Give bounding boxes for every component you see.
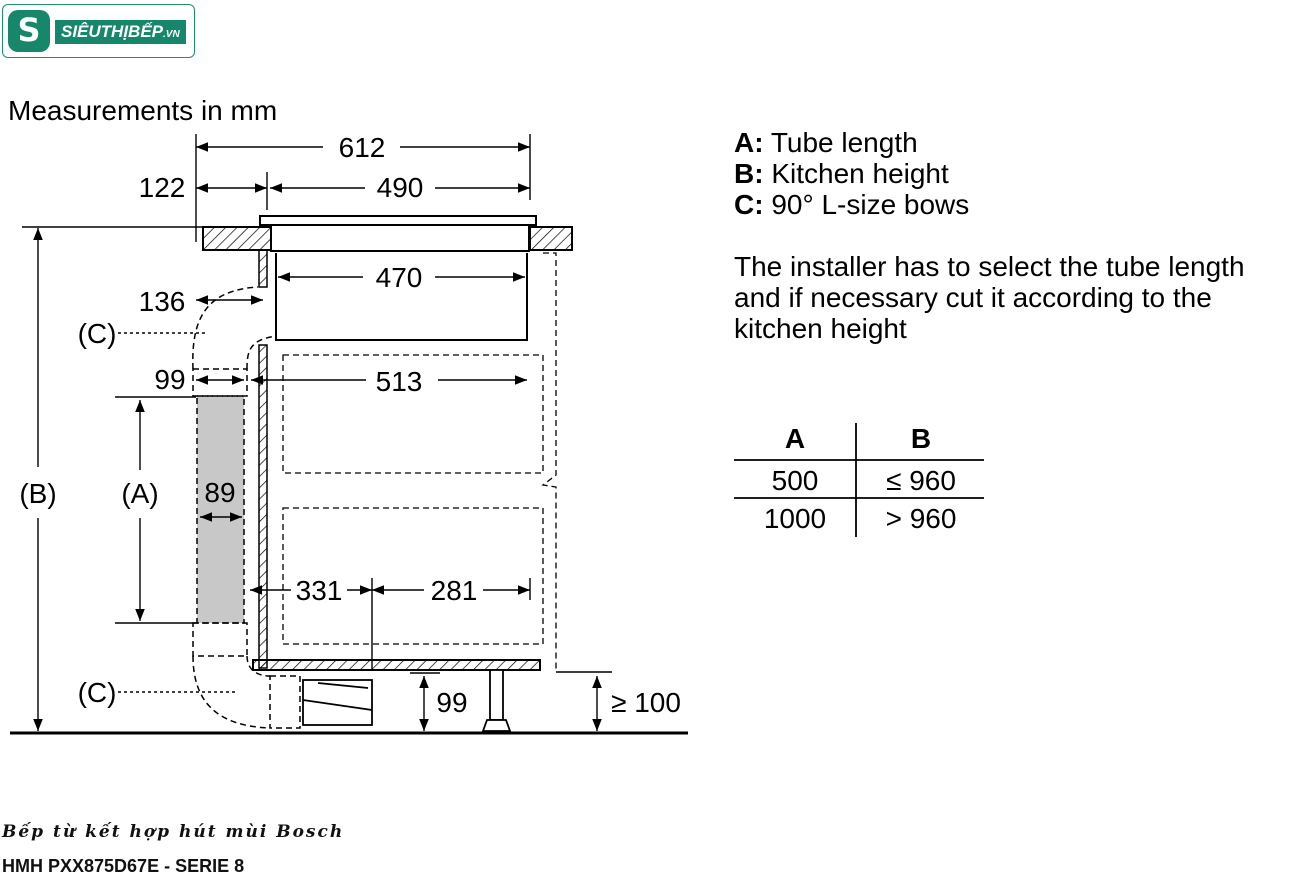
measurements-title: Measurements in mm: [8, 95, 277, 126]
dim-label-470: 470: [376, 262, 423, 293]
worktop: [202, 226, 573, 251]
table-cell: 1000: [764, 503, 826, 534]
note-line: and if necessary cut it according to the: [734, 282, 1212, 313]
note-line: The installer has to select the tube len…: [734, 251, 1245, 282]
label-b: (B): [19, 478, 56, 509]
table-cell: 500: [772, 465, 819, 496]
cooktop: [259, 215, 537, 252]
dim-label-513: 513: [376, 366, 423, 397]
logo-brand-text: SIÊUTHỊBẾP.VN: [55, 20, 186, 44]
drawers: [282, 252, 557, 670]
legend-item-c: C: 90° L-size bows: [734, 189, 969, 220]
logo-mark-icon: S: [8, 10, 50, 52]
dim-label-136: 136: [139, 286, 186, 317]
model-caption: HMH PXX875D67E - SERIE 8: [2, 856, 245, 876]
dim-label-99-outlet: 99: [436, 687, 467, 718]
dim-label-490: 490: [377, 172, 424, 203]
table-cell: ≤ 960: [886, 465, 956, 496]
dim-label-281: 281: [431, 575, 478, 606]
cabinet-base: [252, 659, 541, 671]
air-outlet: [302, 679, 373, 726]
legend: A: Tube length B: Kitchen height C: 90° …: [734, 127, 969, 220]
fan-unit: [275, 253, 528, 341]
dim-label-99: 99: [154, 364, 185, 395]
dim-label-331: 331: [296, 575, 343, 606]
label-c-bottom: (C): [78, 677, 117, 708]
table-cell: > 960: [886, 503, 957, 534]
note-line: kitchen height: [734, 313, 907, 344]
table-header: B: [911, 423, 931, 454]
dim-label-100: ≥ 100: [611, 687, 681, 718]
bow-lower: [192, 655, 301, 729]
table-header: A: [785, 423, 805, 454]
dim-label-612: 612: [339, 132, 386, 163]
dim-label-122: 122: [139, 172, 186, 203]
product-line-caption: Bếp từ kết hợp hút mùi Bosch: [2, 822, 345, 842]
legend-item-b: B: Kitchen height: [734, 158, 949, 189]
tube-length-table: A B 500 ≤ 960 1000 > 960: [734, 423, 984, 537]
plinth-foot: [481, 669, 512, 732]
legend-item-a: A: Tube length: [734, 127, 918, 158]
label-c-top: (C): [78, 318, 117, 349]
duct-vertical: [192, 368, 248, 657]
bow-upper: [192, 286, 277, 370]
cabinet-side-panel: [258, 249, 268, 669]
site-logo[interactable]: S SIÊUTHỊBẾP.VN: [2, 4, 195, 58]
label-a: (A): [121, 478, 158, 509]
installer-note: The installer has to select the tube len…: [734, 251, 1245, 344]
dim-label-89: 89: [204, 477, 235, 508]
